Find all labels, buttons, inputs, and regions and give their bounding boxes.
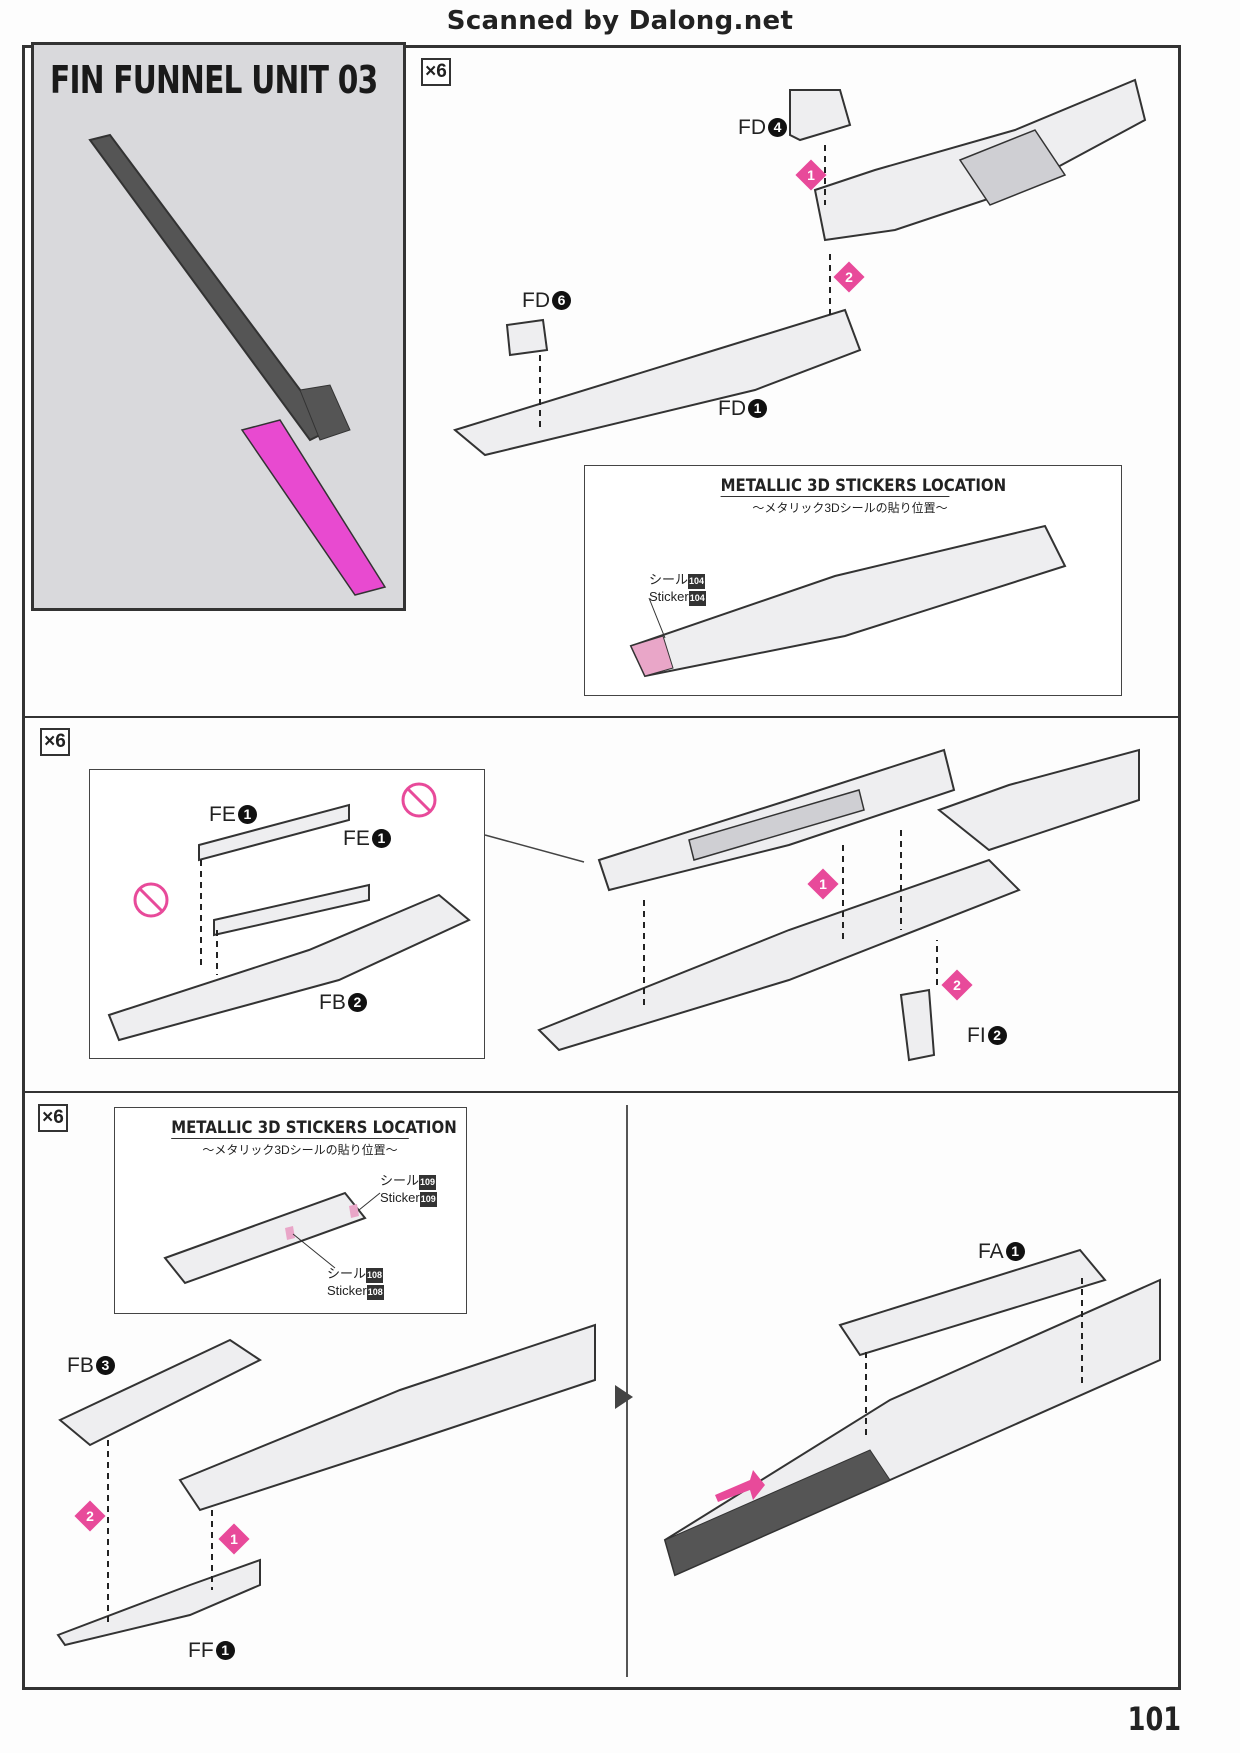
part-fe1-b — [213, 883, 370, 937]
sticker-box-title: METALLIC 3D STICKERS LOCATION — [171, 1118, 457, 1139]
part-fi2 — [899, 988, 936, 1062]
sticker-109 — [349, 1204, 359, 1218]
panel3-step1-diagram — [56, 1323, 596, 1647]
step-1-marker: 1 — [807, 868, 839, 900]
funnel-pink-section — [240, 419, 387, 596]
step-1-marker: 1 — [218, 1523, 250, 1555]
part-fd1 — [452, 308, 862, 457]
step-1-marker: 1 — [795, 159, 827, 191]
assembled-fin-end — [936, 748, 1140, 852]
sticker-108 — [285, 1226, 295, 1240]
part-fe1-a — [198, 803, 350, 862]
fin-body — [178, 1323, 596, 1512]
part-fb2 — [107, 893, 471, 1042]
step-2-marker: 2 — [941, 969, 973, 1001]
fin-dark-tip — [664, 1449, 891, 1576]
page-frame — [22, 45, 1181, 1690]
sticker-109-label: シール109 Sticker109 — [380, 1173, 437, 1207]
page-number: 101 — [1127, 1700, 1182, 1738]
sticker-108-label: シール108 Sticker108 — [327, 1266, 384, 1300]
sticker-diagram-fb3 — [163, 1191, 381, 1285]
panel-divider — [22, 1091, 1181, 1093]
panel1-assembly-diagram — [452, 78, 1147, 457]
funnel-dark-section — [88, 133, 332, 442]
panel3-step2-diagram — [663, 1248, 1161, 1577]
sticker-diagram-fd1 — [629, 524, 1067, 678]
push-arrow-icon — [715, 1470, 765, 1502]
title-box — [31, 42, 406, 611]
quantity-badge: ×6 — [38, 1104, 68, 1132]
part-fd4 — [789, 89, 852, 142]
quantity-badge: ×6 — [40, 728, 70, 756]
part-fd6 — [505, 318, 549, 357]
step-2-marker: 2 — [74, 1500, 106, 1532]
sticker-location-box: METALLIC 3D STICKERS LOCATION ～メタリック3Dシー… — [584, 465, 1122, 696]
sticker-location-box: METALLIC 3D STICKERS LOCATION ～メタリック3Dシー… — [114, 1107, 467, 1314]
sticker-104-label: シール104 Sticker104 — [649, 572, 706, 606]
sticker-box-subtitle: ～メタリック3Dシールの貼り位置～ — [202, 1143, 398, 1157]
quantity-badge: ×6 — [421, 58, 451, 86]
sticker-box-title: METALLIC 3D STICKERS LOCATION — [720, 476, 1007, 497]
sticker-box-subtitle: ～メタリック3Dシールの貼り位置～ — [752, 501, 948, 515]
part-fa1 — [838, 1248, 1107, 1357]
next-step-arrow-icon — [615, 1385, 633, 1409]
scan-credit: Scanned by Dalong.net — [446, 6, 794, 36]
assembled-base — [537, 858, 1021, 1052]
page-title: FIN FUNNEL UNIT 03 — [50, 58, 378, 102]
step-2-marker: 2 — [833, 261, 865, 293]
sticker-104 — [630, 635, 674, 677]
panel2-assembly-diagram — [107, 748, 1140, 1062]
part-fb3 — [58, 1338, 262, 1447]
fin-funnel-illustration — [88, 133, 387, 596]
panel-divider — [22, 716, 1181, 718]
step-divider — [626, 1105, 628, 1677]
part-ff1 — [56, 1558, 261, 1647]
